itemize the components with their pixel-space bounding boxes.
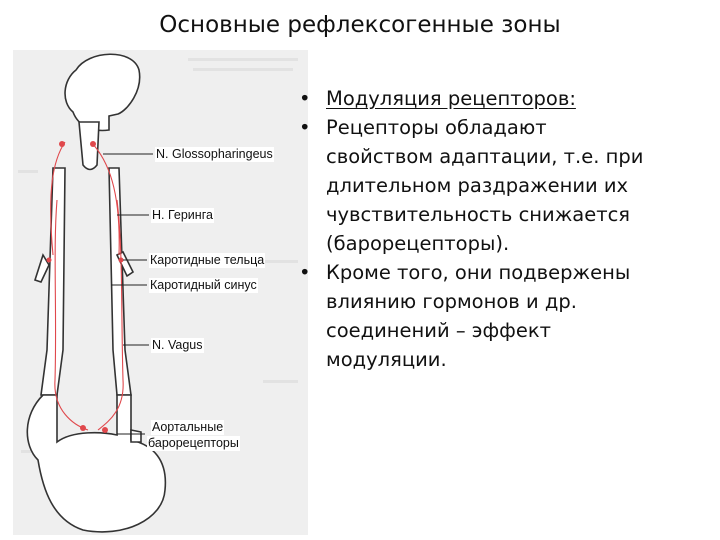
aortic-branch	[130, 429, 142, 443]
brain-and-vessels	[26, 53, 167, 533]
bullet-line: Рецепторы обладают	[326, 116, 547, 139]
label-aortic-1: Аортальные	[151, 420, 225, 435]
slide-title: Основные рефлексогенные зоны	[159, 12, 561, 38]
bullet-line: свойством адаптации, т.е. при	[326, 145, 644, 168]
bullet-modulation: • Модуляция рецепторов:	[296, 84, 711, 113]
bullet-marker: •	[299, 87, 311, 110]
scan-texture	[18, 58, 298, 453]
label-hering-nerve: Н. Геринга	[151, 208, 214, 223]
bullet-line: (барорецепторы).	[326, 232, 510, 255]
left-bifurcation	[33, 253, 50, 283]
left-vagus	[54, 199, 89, 431]
bullet-line: Кроме того, они подвержены	[326, 261, 631, 284]
bullet-list: • Модуляция рецепторов: • Рецепторы обла…	[296, 84, 711, 374]
right-nerve	[90, 141, 120, 256]
label-vagus: N. Vagus	[151, 338, 204, 353]
anatomy-drawing	[13, 50, 308, 535]
label-aortic-2: барорецепторы	[147, 436, 240, 451]
label-glossopharyngeus: N. Glossopharingeus	[155, 147, 274, 162]
bullet-line: влиянию гормонов и др.	[326, 290, 577, 313]
reflexogenic-zones-figure: N. Glossopharingeus Н. Геринга Каротидны…	[13, 50, 308, 535]
bullet-text: Модуляция рецепторов:	[326, 87, 576, 110]
brainstem	[78, 121, 100, 171]
brain	[64, 53, 141, 132]
bullet-adaptation: • Рецепторы обладают свойством адаптации…	[296, 113, 711, 258]
label-carotid-bodies: Каротидные тельца	[149, 253, 266, 268]
bullet-line: чувствительность снижается	[326, 203, 631, 226]
left-nerve	[50, 141, 66, 256]
bullet-line: модуляции.	[326, 348, 447, 371]
receptor-marks	[46, 141, 124, 433]
bullet-hormones: • Кроме того, они подвержены влиянию гор…	[296, 258, 711, 374]
bullet-line: длительном раздражении их	[326, 174, 629, 197]
leader-lines	[103, 153, 153, 435]
nerves	[50, 141, 124, 431]
label-carotid-sinus: Каротидный синус	[149, 278, 258, 293]
bullet-marker: •	[299, 116, 311, 139]
bullet-line: соединений – эффект	[326, 319, 551, 342]
right-vagus	[97, 199, 124, 431]
bullet-marker: •	[299, 261, 311, 284]
